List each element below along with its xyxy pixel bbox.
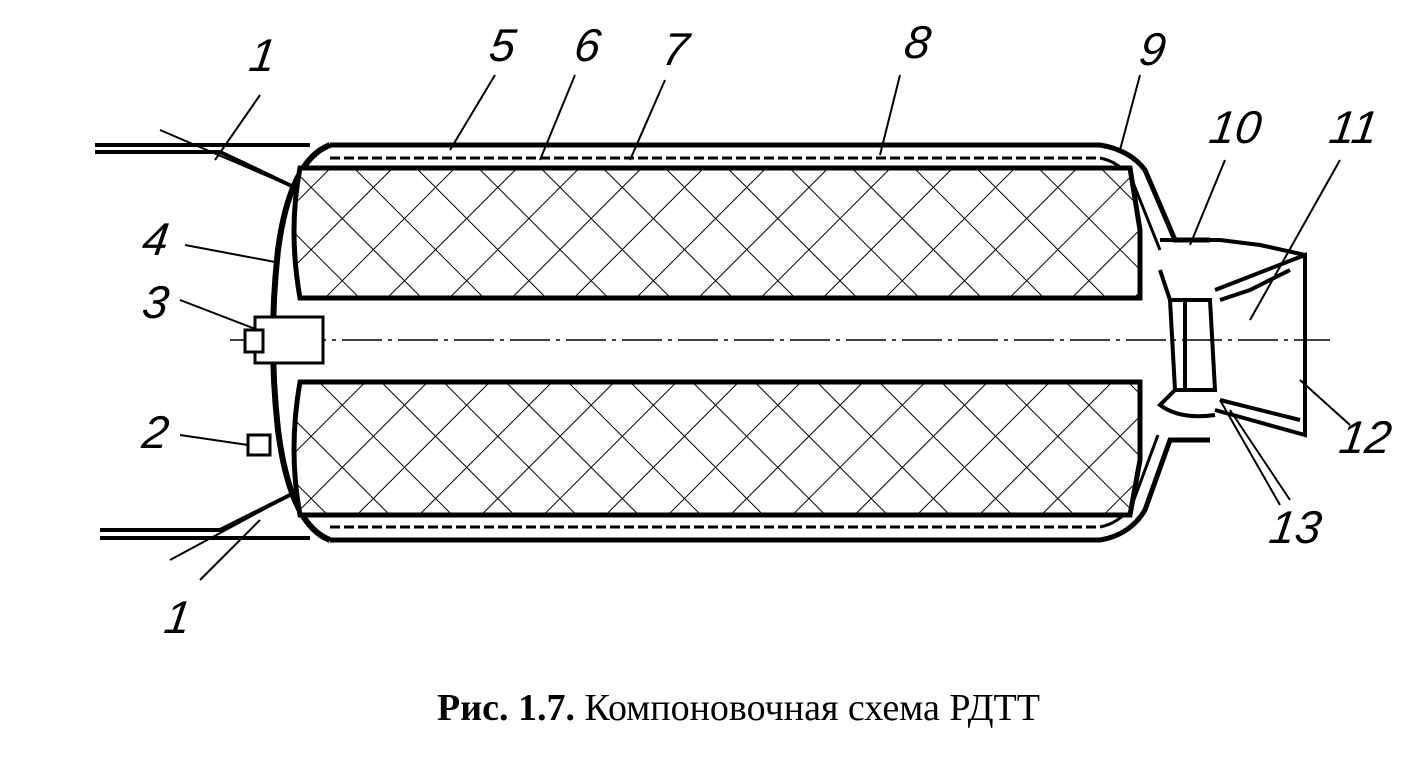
squib <box>246 433 272 457</box>
propellant-grain-top <box>291 165 1143 301</box>
front-skirt-top <box>95 143 310 192</box>
caption-number: Рис. 1.7. <box>437 687 575 729</box>
igniter <box>253 315 325 365</box>
label-10: 10 <box>1206 101 1265 153</box>
label-11: 11 <box>1326 101 1382 153</box>
front-skirt-bottom <box>100 488 310 540</box>
label-13: 13 <box>1266 501 1325 553</box>
motor-case <box>330 142 1210 243</box>
figure-caption: Рис. 1.7. Компоновочная схема РДТТ <box>437 686 1040 730</box>
label-12: 12 <box>1336 411 1395 463</box>
nozzle <box>1156 238 1307 438</box>
propellant-grain-bottom <box>291 379 1143 518</box>
caption-text: Компоновочная схема РДТТ <box>584 687 1040 729</box>
